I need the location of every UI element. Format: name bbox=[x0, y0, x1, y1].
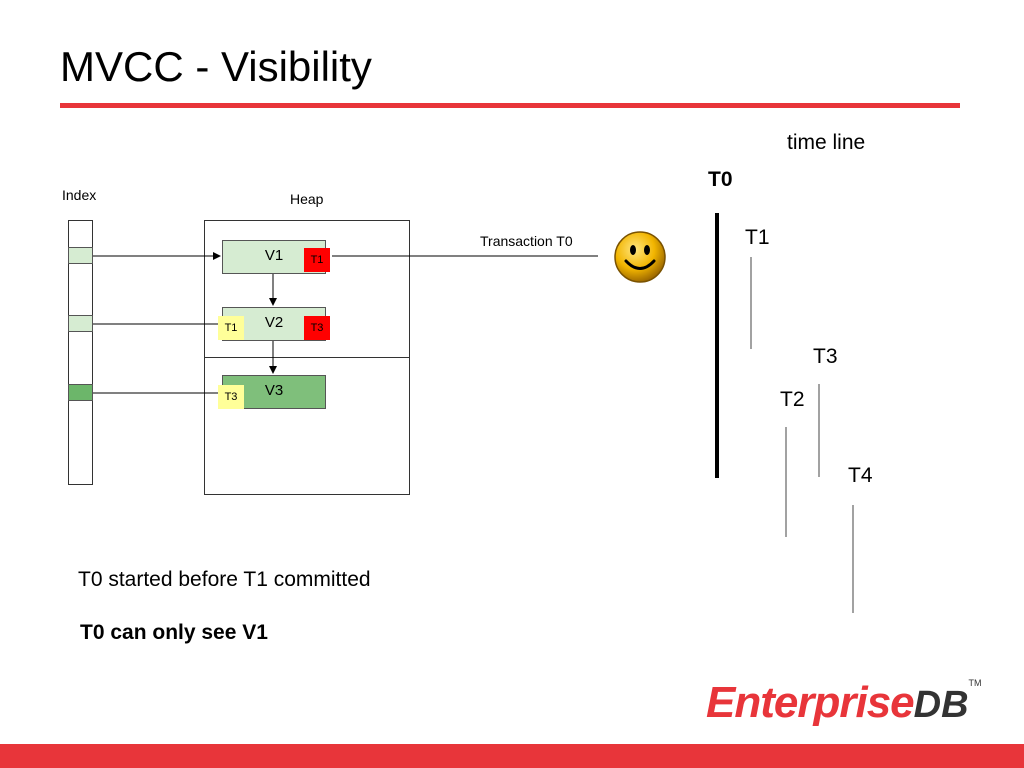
logo-suffix: DB bbox=[913, 684, 969, 726]
timeline-t4-label: T4 bbox=[848, 464, 873, 487]
version-v1-label: V1 bbox=[264, 247, 284, 264]
timeline-t1-label: T1 bbox=[745, 226, 770, 249]
note-started-before: T0 started before T1 committed bbox=[78, 568, 371, 591]
logo-trademark: TM bbox=[968, 678, 982, 688]
index-entry-v2 bbox=[68, 315, 93, 332]
version-v2-label: V2 bbox=[264, 314, 284, 331]
enterprisedb-logo: EnterpriseDBTM bbox=[706, 678, 982, 728]
index-label: Index bbox=[62, 187, 97, 203]
v1-xmax-tag: T1 bbox=[304, 248, 330, 272]
footer-bar bbox=[0, 744, 1024, 768]
index-entry-v1 bbox=[68, 247, 93, 264]
page-title: MVCC - Visibility bbox=[60, 43, 372, 90]
version-v3-label: V3 bbox=[264, 382, 284, 399]
timeline-t0-label: T0 bbox=[708, 168, 733, 191]
heap-label: Heap bbox=[290, 191, 324, 207]
title-underline bbox=[60, 103, 960, 108]
timeline-t3-label: T3 bbox=[813, 345, 838, 368]
smiley-face-icon bbox=[614, 231, 666, 283]
logo-brand: Enterprise bbox=[706, 678, 915, 727]
timeline-label: time line bbox=[787, 131, 866, 154]
transaction-label: Transaction T0 bbox=[480, 233, 573, 249]
index-entry-v3 bbox=[68, 384, 93, 401]
index-column bbox=[68, 220, 93, 485]
heap-page-divider bbox=[204, 357, 410, 358]
note-visibility: T0 can only see V1 bbox=[80, 621, 268, 644]
v2-xmin-tag: T1 bbox=[218, 316, 244, 340]
v2-xmax-tag: T3 bbox=[304, 316, 330, 340]
v3-xmin-tag: T3 bbox=[218, 385, 244, 409]
timeline-t2-label: T2 bbox=[780, 388, 805, 411]
